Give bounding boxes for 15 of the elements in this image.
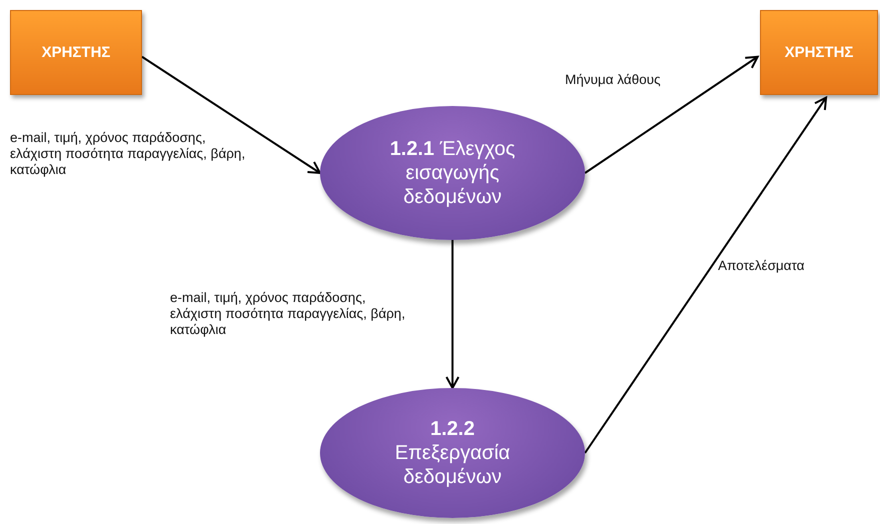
arrow xyxy=(446,240,460,389)
external-entity-box xyxy=(760,10,878,95)
entity-name: ΧΡΗΣΤΗΣ xyxy=(42,44,110,61)
edge-label: Αποτελέσματα xyxy=(718,258,806,274)
edge-label: e-mail, τιμή, χρόνος παράδοσης, ελάχιστη ποσότητα παραγγελίας, βάρη, κατώφλια xyxy=(10,130,246,179)
process-label: Επεξεργασία δεδομένων xyxy=(394,441,512,489)
arrow xyxy=(141,56,321,174)
arrow xyxy=(584,96,828,454)
process-label: 1.2.1 Έλεγχος εισαγωγής δεδομένων xyxy=(388,137,516,209)
entity-name: ΧΡΗΣΤΗΣ xyxy=(784,44,854,61)
edge-label: Μήνυμα λάθους xyxy=(565,72,662,88)
arrow xyxy=(584,56,759,174)
external-entity-box xyxy=(10,10,142,95)
edge-label: e-mail, τιμή, χρόνος παράδοσης, ελάχιστη ποσότητα παραγγελίας, βάρη, κατώφλια xyxy=(170,290,406,339)
process-label: 1.2.2 xyxy=(430,417,475,441)
